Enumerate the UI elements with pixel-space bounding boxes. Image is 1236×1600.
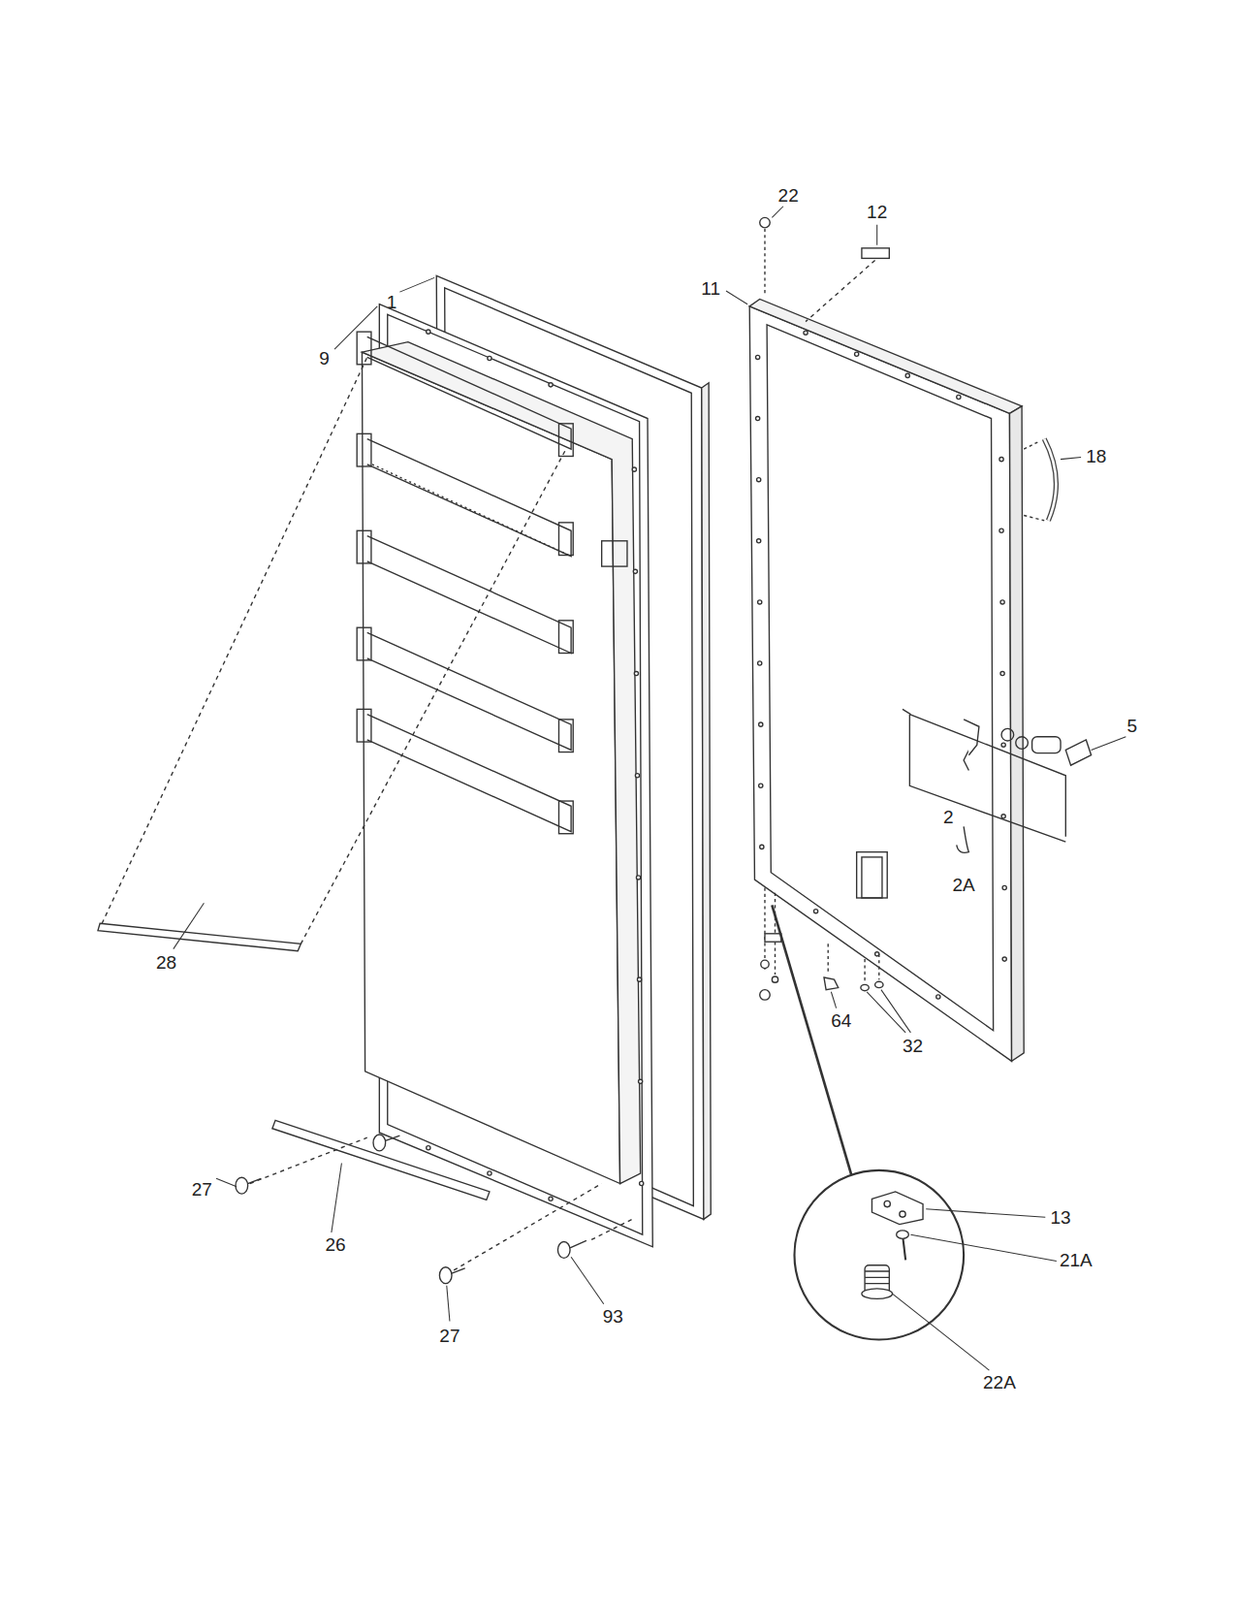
callout-number: 93: [602, 1306, 624, 1326]
callout-number: 11: [700, 278, 721, 297]
callout-number: 12: [866, 201, 888, 221]
callout-number: 22A: [982, 1372, 1016, 1392]
callout-number: 27: [191, 1178, 213, 1198]
callout-number: 2: [943, 806, 954, 825]
callout-number: 64: [830, 1010, 852, 1029]
callout-number: 28: [156, 952, 177, 972]
callout-number: 1: [386, 292, 398, 312]
callout-number: 22: [778, 185, 799, 204]
callout-number: 5: [1126, 715, 1138, 734]
callout-number: 18: [1085, 446, 1107, 466]
callout-number: 27: [439, 1326, 460, 1345]
callout-number: 2A: [951, 875, 975, 894]
callout-number: 26: [325, 1235, 347, 1254]
callout-number: 13: [1049, 1207, 1071, 1227]
callout-number: 32: [902, 1036, 923, 1055]
callout-number: 21A: [1059, 1250, 1093, 1269]
callout-number: 9: [318, 348, 330, 368]
